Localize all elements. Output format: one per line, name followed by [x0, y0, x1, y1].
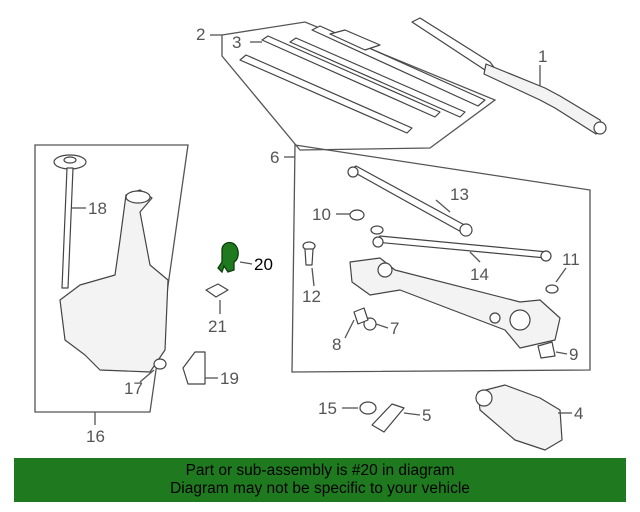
callout-14-arrow: [469, 251, 481, 263]
linkage-group: [284, 144, 591, 373]
wiper-blade-3: [289, 37, 466, 118]
callout-5: 5: [422, 406, 431, 425]
tank-box-outline: [34, 144, 189, 413]
callout-7: 7: [390, 319, 399, 338]
washer-reservoir: [59, 189, 169, 373]
callout-4: 4: [574, 404, 583, 423]
bolt-12: [302, 241, 316, 266]
linkage-box-outline: [291, 144, 591, 373]
callout-9-arrow: [555, 351, 568, 355]
blade-box-outline: [221, 21, 497, 151]
wiper-motor-4: [475, 384, 572, 451]
bushing-9: [537, 341, 556, 359]
callout-8: 8: [332, 335, 341, 354]
info-banner: Part or sub-assembly is #20 in diagram D…: [14, 458, 626, 502]
wiper-blade-group: [210, 21, 497, 151]
wiper-blade-2: [239, 54, 413, 134]
callout-3: 3: [232, 33, 241, 52]
wiper-arm: [411, 17, 607, 135]
callout-1: 1: [538, 47, 547, 66]
callout-13-arrow: [435, 199, 451, 213]
callout-20: 20: [254, 255, 273, 274]
callout-7-arrow: [375, 323, 389, 329]
callout-17: 17: [124, 379, 143, 398]
washer-tube: [61, 167, 74, 289]
pivot-8: [353, 307, 369, 325]
banner-line-1: Part or sub-assembly is #20 in diagram: [185, 462, 455, 479]
callout-2: 2: [196, 25, 205, 44]
callout-17-arrow: [139, 369, 155, 383]
washer-tank-group: [34, 144, 218, 425]
grommet-11: [545, 284, 559, 294]
callout-15: 15: [318, 399, 337, 418]
part-20-clip[interactable]: [217, 241, 239, 274]
callout-10: 10: [312, 205, 331, 224]
banner-line-2: Diagram may not be specific to your vehi…: [170, 480, 470, 497]
callout-11-arrow: [555, 267, 567, 283]
callout-9: 9: [569, 345, 578, 364]
callout-12-arrow: [311, 267, 315, 287]
wiper-linkage-frame: [349, 257, 561, 349]
wiper-blade-1: [261, 35, 441, 118]
callout-11: 11: [562, 250, 580, 269]
callout-21: 21: [208, 317, 227, 336]
nut-15: [342, 401, 377, 415]
callout-6: 6: [270, 148, 279, 167]
callout-8-arrow: [344, 319, 355, 339]
callout-20-arrow: [239, 261, 253, 265]
bracket-19: [182, 351, 206, 385]
bracket-5: [371, 403, 421, 433]
callout-18: 18: [88, 199, 107, 218]
callout-13: 13: [450, 185, 469, 204]
highlighted-part-20[interactable]: [217, 241, 253, 274]
washer-pump-17: [153, 358, 167, 370]
link-rod-14: [374, 235, 549, 259]
callout-16: 16: [86, 427, 105, 446]
callout-5-arrow: [403, 412, 421, 416]
clip-21: [205, 283, 229, 314]
callout-19: 19: [220, 369, 239, 388]
callout-14: 14: [470, 265, 489, 284]
wiper-blade-4: [311, 25, 486, 107]
grommet-10: [349, 209, 365, 221]
callout-12: 12: [302, 287, 321, 306]
